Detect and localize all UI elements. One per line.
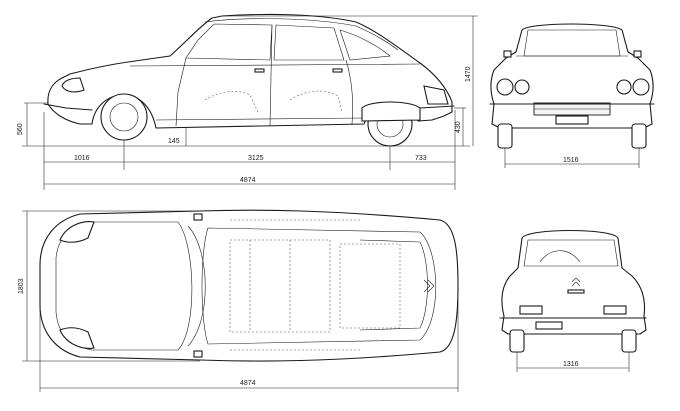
rear-light-left [519,305,543,315]
rear-wheel-right [621,329,637,353]
rear-window [523,239,619,267]
side-front-window [185,23,273,61]
top-headlight-right [59,327,95,349]
dim-front-track-label: 1516 [563,157,579,164]
side-seat-ghost-rear [289,90,343,113]
side-front-wheel [100,93,148,141]
front-wheel-right [631,123,647,149]
top-mirror-left [193,213,203,221]
dim-rear-overhang-label: 733 [415,155,427,162]
front-mirror-left [503,50,512,58]
side-dimensions: 560 145 1016 3125 733 4874 1470 430 [17,15,478,190]
front-view: 1516 [489,23,655,168]
top-headlight-left [59,221,95,243]
side-rear-quarter-window [339,29,391,61]
front-headlight-right-outer [632,78,650,96]
side-rear-wheel-spat [361,101,421,122]
front-windscreen [523,29,621,57]
side-door-cut-middle [269,24,273,127]
rear-light-right [603,305,627,315]
side-rear-door-handle [332,68,343,73]
top-windscreen [187,225,206,347]
top-mirror-right [193,350,203,358]
top-roof [201,227,437,345]
dim-wheelbase-label: 3125 [248,155,264,162]
rear-trunk-handle [567,289,585,294]
rear-body-outline [501,230,647,335]
side-view: 560 145 1016 3125 733 4874 1470 430 [17,13,478,190]
dim-front-height-label: 560 [17,123,24,135]
side-belt-line [129,63,421,67]
rear-wheel-left [509,329,525,353]
rear-view: 1316 [499,230,647,372]
rear-plate [535,321,563,330]
top-body-outline [39,209,459,362]
dim-overall-height-label: 1470 [465,66,472,82]
dim-rear-height-label: 430 [455,121,462,133]
front-body-outline [490,23,654,129]
side-door-cut-front [175,57,187,127]
side-front-bumper [43,103,93,111]
side-sill-line [155,117,365,121]
side-seat-ghost-front [204,91,259,113]
top-rear-window [359,239,428,331]
front-wheel-left [497,123,513,149]
front-mirror-right [633,50,642,58]
top-view: 1803 4874 [18,209,459,392]
rear-chevron-emblem [571,277,581,287]
side-rear-light [423,85,449,105]
top-rear-chevron [423,279,435,293]
dim-top-length-label: 4874 [240,380,256,387]
side-rear-window [273,24,345,61]
front-headlight-right-inner [616,79,632,95]
side-roof-line [204,18,399,51]
rear-window-wiper [539,250,581,263]
side-rear-bumper [419,105,455,109]
side-headlight [61,77,85,93]
top-wheel-ghost [230,219,360,351]
dim-top-width-label: 1803 [18,278,25,294]
side-front-door-handle [254,68,265,73]
dim-rear-track-label: 1316 [563,361,579,368]
top-seats-ghost [229,239,401,333]
front-plate [555,115,589,125]
dim-front-overhang-label: 1016 [74,155,90,162]
side-front-hub [109,102,139,132]
front-headlight-left-outer [496,78,514,96]
dim-ground-clearance-label: 145 [168,138,180,145]
dim-overall-length-label: 4874 [240,177,256,184]
side-door-cut-rear [345,59,354,125]
front-headlight-left-inner [514,79,530,95]
